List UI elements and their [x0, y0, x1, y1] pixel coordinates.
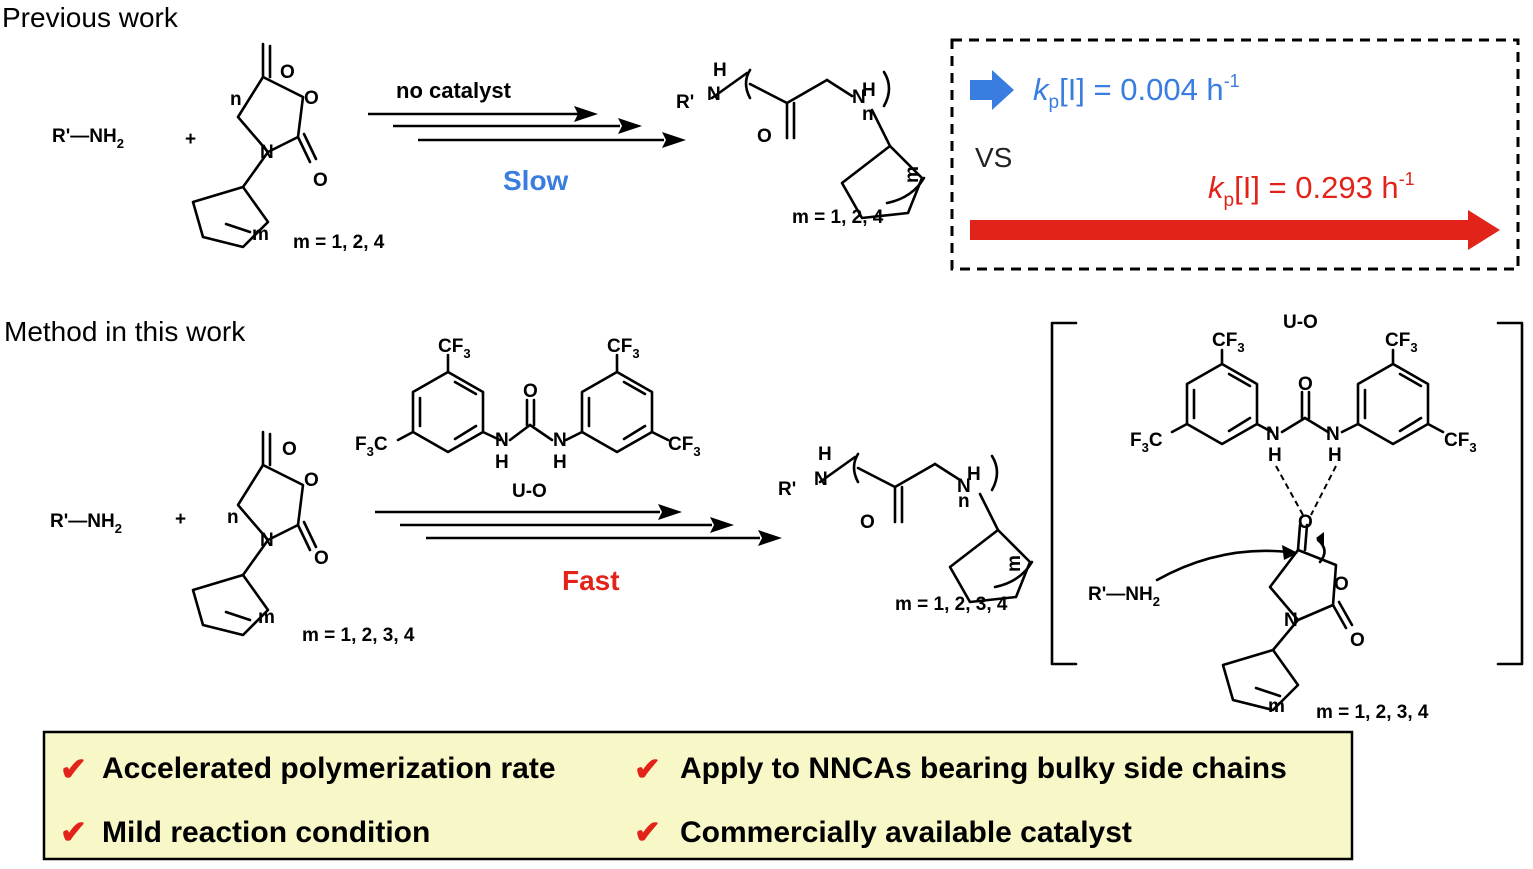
- catalyst-uo: [396, 353, 670, 454]
- monomer-2-o-carbonyl: O: [314, 548, 329, 569]
- feature-check-1: ✔: [60, 751, 87, 787]
- monomer-1-o-top: O: [280, 62, 295, 83]
- catalyst-n-right: N: [553, 430, 567, 451]
- mech-m-range: m = 1, 2, 3, 4: [1316, 702, 1429, 723]
- monomer-2-m-range: m = 1, 2, 3, 4: [302, 625, 415, 646]
- fast-arrow-icon: [970, 210, 1500, 250]
- catalyst-n-left: N: [495, 430, 509, 451]
- monomer-1-o-carbonyl: O: [313, 170, 328, 191]
- monomer-nca-1: [191, 42, 318, 249]
- monomer-2-n-index: n: [227, 507, 239, 528]
- monomer-2-o-ring: O: [304, 470, 319, 491]
- mech-nca-n: N: [1284, 610, 1298, 631]
- monomer-1-o-ring: O: [304, 88, 319, 109]
- bracket-right: [1496, 321, 1524, 666]
- mech-nca-o-ring: O: [1334, 574, 1349, 595]
- mech-n-right: N: [1326, 424, 1340, 445]
- mechanism-catalyst-label: U-O: [1283, 312, 1318, 333]
- product-1-m-range: m = 1, 2, 4: [792, 207, 884, 228]
- product-2-rp: R': [778, 479, 796, 500]
- reaction-arrow-2: [375, 504, 782, 546]
- monomer-1-m-range: m = 1, 2, 4: [293, 232, 385, 253]
- speed-fast: Fast: [562, 565, 620, 596]
- monomer-nca-2: [191, 430, 318, 637]
- previous-work-title: Previous work: [2, 2, 179, 33]
- plus-1: +: [185, 129, 196, 150]
- product-1-n-index: n: [862, 104, 874, 125]
- product-polymer-2: [818, 452, 1034, 604]
- feature-1: Accelerated polymerization rate: [102, 752, 556, 785]
- mech-f3c-left: F3C: [1130, 430, 1163, 455]
- mech-m-index: m: [1268, 696, 1285, 717]
- monomer-1-m-index: m: [252, 224, 269, 245]
- condition-no-catalyst: no catalyst: [396, 78, 512, 103]
- product-2-h: H: [818, 444, 832, 465]
- hydrogen-bond-left: [1275, 465, 1304, 516]
- catalyst-cf3-right-top: CF3: [607, 336, 640, 361]
- product-2-m-index: m: [1004, 555, 1025, 572]
- monomer-2-m-index: m: [258, 607, 275, 628]
- mech-h-right: H: [1328, 445, 1342, 466]
- mech-cf3-right: CF3: [1444, 430, 1477, 455]
- mech-cf3-left-top: CF3: [1212, 330, 1245, 355]
- vs-label: VS: [975, 142, 1012, 173]
- speed-slow: Slow: [503, 165, 569, 196]
- mech-nca-o-top: O: [1298, 512, 1313, 533]
- features-box: [42, 730, 1354, 861]
- product-1-n-amide: N: [707, 84, 721, 105]
- mech-n-left: N: [1266, 424, 1280, 445]
- mechanism-catalyst: [1170, 348, 1445, 446]
- mech-urea-o: O: [1298, 374, 1313, 395]
- mech-nca-o-carbonyl: O: [1350, 630, 1365, 651]
- monomer-1-n-index: n: [230, 89, 242, 110]
- product-2-h-end: H: [967, 464, 981, 485]
- monomer-2-o-top: O: [282, 439, 297, 460]
- slow-arrow-icon: [970, 70, 1014, 110]
- monomer-1-n: N: [260, 142, 274, 163]
- hydrogen-bond-right: [1310, 465, 1337, 516]
- mechanism-nca: [1221, 523, 1354, 712]
- product-2-n: N: [957, 476, 971, 497]
- mech-amine: R'—NH2: [1088, 584, 1160, 609]
- feature-check-3: ✔: [60, 814, 87, 850]
- feature-check-4: ✔: [634, 814, 661, 850]
- product-1-n: N: [852, 87, 866, 108]
- feature-4: Commercially available catalyst: [680, 816, 1132, 849]
- rate-fast: kp[I] = 0.293 h-1: [1208, 169, 1415, 211]
- product-2-n-amide: N: [814, 469, 828, 490]
- catalyst-label: U-O: [512, 481, 547, 502]
- product-1-rp: R': [676, 92, 694, 113]
- mech-cf3-right-top: CF3: [1385, 330, 1418, 355]
- rate-slow: kp[I] = 0.004 h-1: [1033, 71, 1240, 113]
- product-1-o: O: [757, 126, 772, 147]
- product-1-m-index: m: [902, 166, 923, 183]
- method-title: Method in this work: [4, 316, 246, 347]
- product-1-h-end: H: [862, 80, 876, 101]
- plus-2: +: [175, 509, 186, 530]
- catalyst-cf3-right: CF3: [668, 434, 701, 459]
- catalyst-o: O: [523, 381, 538, 402]
- product-2-m-range: m = 1, 2, 3, 4: [895, 594, 1008, 615]
- feature-check-2: ✔: [634, 751, 661, 787]
- rate-comparison-box: [950, 38, 1520, 271]
- feature-2: Apply to NNCAs bearing bulky side chains: [680, 752, 1287, 785]
- nucleophilic-attack-arrow: [1155, 549, 1290, 582]
- product-2-o: O: [860, 512, 875, 533]
- catalyst-f3c-left: F3C: [355, 434, 388, 459]
- product-1-h: H: [713, 60, 727, 81]
- bracket-left: [1050, 321, 1078, 666]
- amine-1: R'—NH2: [52, 126, 124, 151]
- feature-3: Mild reaction condition: [102, 816, 430, 849]
- catalyst-h-right: H: [553, 452, 567, 473]
- catalyst-cf3-left-top: CF3: [438, 336, 471, 361]
- product-polymer-1: [710, 68, 926, 220]
- amine-2: R'—NH2: [50, 511, 122, 536]
- reaction-arrow-1: [368, 106, 686, 148]
- catalyst-h-left: H: [495, 452, 509, 473]
- monomer-2-n: N: [260, 530, 274, 551]
- product-2-n-index: n: [958, 491, 970, 512]
- mech-h-left: H: [1268, 445, 1282, 466]
